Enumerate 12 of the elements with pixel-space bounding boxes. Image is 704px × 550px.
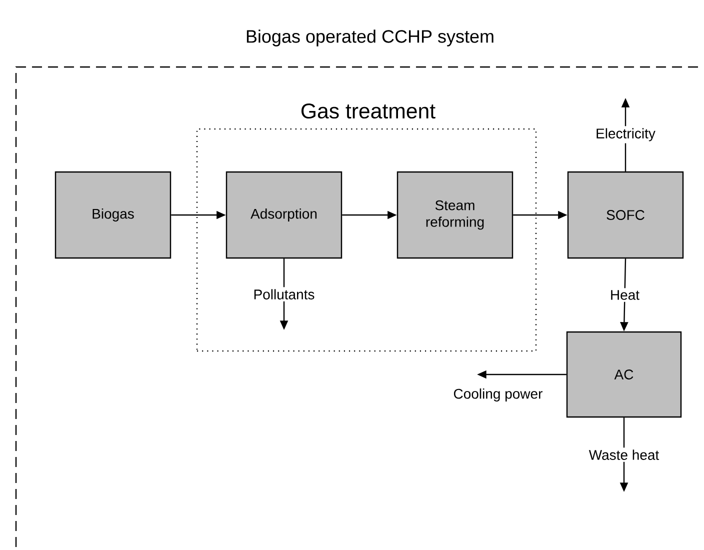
edge-label: Waste heat: [586, 448, 662, 462]
edge-label: Cooling power: [451, 386, 545, 404]
process-box: Biogas: [54, 171, 172, 259]
node-label: Biogas operated CCHP system: [246, 30, 494, 46]
process-box: Steam reforming: [396, 171, 514, 259]
process-box: Adsorption: [226, 171, 342, 259]
node-label: Gas treatment: [301, 103, 436, 119]
process-box: SOFC: [567, 171, 684, 259]
edge-label: Pollutants: [251, 287, 317, 302]
edge-label: Electricity: [594, 126, 658, 144]
edge-label: Heat: [608, 288, 642, 302]
process-box: AC: [566, 331, 682, 418]
